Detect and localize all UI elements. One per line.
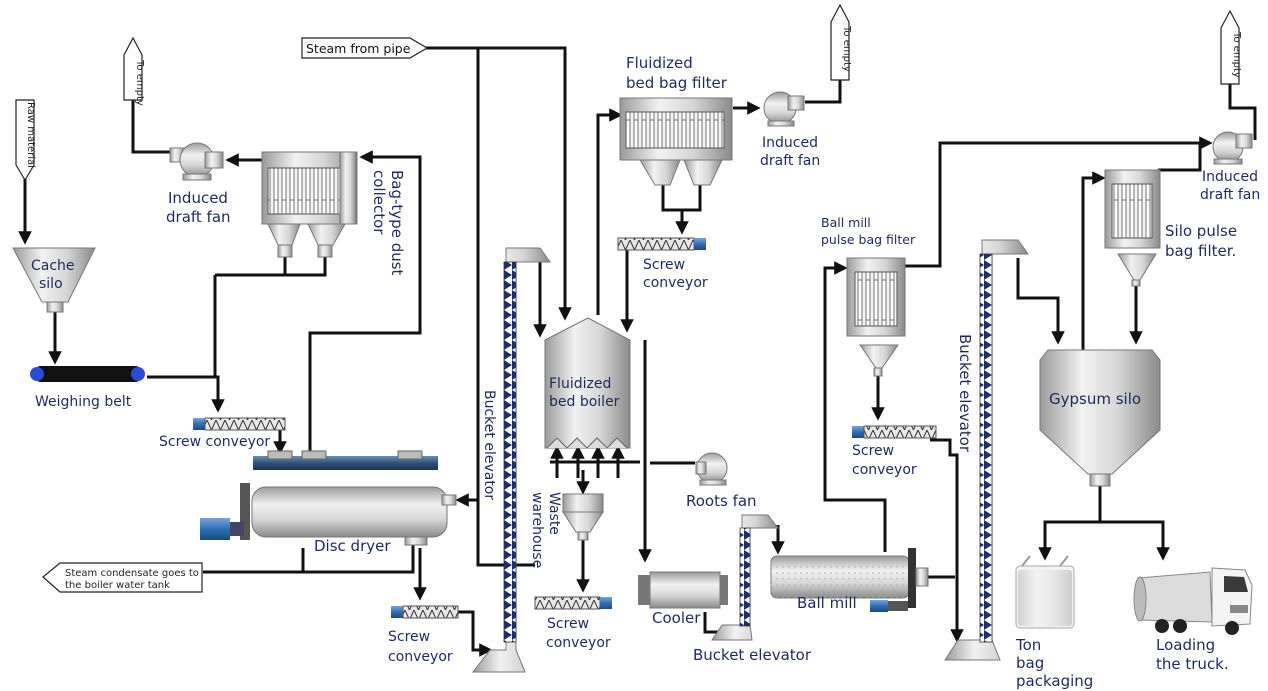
boiler-label-1: Fluidized xyxy=(549,376,611,392)
disc-dryer-label: Disc dryer xyxy=(314,537,391,555)
screw-conveyor-5: Screw conveyor xyxy=(852,425,937,478)
weighing-belt: Weighing belt xyxy=(30,366,145,410)
bag-type-dust-collector: Bag-type dust collector xyxy=(261,151,406,276)
bucket-elevator-2-label: Bucket elevator xyxy=(693,646,812,664)
bucket-elevator-2: Bucket elevator xyxy=(693,514,812,664)
waste-label-2: warehouse xyxy=(529,492,545,568)
silo-pulse-bag-filter: Silo pulse bag filter. xyxy=(1104,169,1237,287)
screw-conveyor-1-label: Screw conveyor xyxy=(159,434,270,450)
ton-bag-label-1: Ton xyxy=(1015,636,1041,654)
screw-conveyor-5-label-2: conveyor xyxy=(852,462,917,478)
to-empty-label-2: To empty xyxy=(841,25,852,72)
fluidized-bed-bag-filter: Fluidized bed bag filter xyxy=(619,54,733,186)
ball-mill-label: Ball mill xyxy=(797,594,857,612)
screw-conveyor-2: Screw conveyor xyxy=(388,605,459,665)
loading-label-1: Loading xyxy=(1156,636,1215,654)
condensate-label-1: Steam condensate goes to xyxy=(65,568,199,579)
screw-conveyor-3: Screw conveyor xyxy=(534,596,612,651)
cache-silo-label-2: silo xyxy=(39,276,63,292)
fb-filter-label-1: Fluidized xyxy=(626,54,693,72)
roots-fan-label: Roots fan xyxy=(686,492,757,510)
bucket-elevator-3: Bucket elevator xyxy=(944,239,1029,661)
raw-material-label: Raw material xyxy=(25,102,36,168)
bag-collector-label-1: Bag-type dust xyxy=(388,170,406,276)
cache-silo-label-1: Cache xyxy=(31,258,75,274)
to-empty-label-1: To empty xyxy=(134,59,145,106)
to-empty-label-3: To empty xyxy=(1231,31,1242,78)
roots-fan: Roots fan xyxy=(686,452,757,510)
ton-bag-label-2: bag xyxy=(1016,654,1044,672)
induced-draft-fan-2: Induced draft fan xyxy=(760,91,820,169)
induced-fan-1-label-1: Induced xyxy=(168,189,228,207)
waste-warehouse: Waste warehouse xyxy=(529,492,604,568)
cooler: Cooler xyxy=(638,571,728,627)
ton-bag: Ton bag packaging xyxy=(1015,555,1093,690)
steam-from-pipe-tag: Steam from pipe xyxy=(301,37,429,59)
ball-mill-filter-label-2: pulse bag filter xyxy=(821,232,916,247)
tanker-truck: Loading the truck. xyxy=(1133,567,1253,673)
induced-fan-1-label-2: draft fan xyxy=(166,208,231,226)
gypsum-silo-label: Gypsum silo xyxy=(1049,390,1141,408)
silo-filter-label-2: bag filter. xyxy=(1165,242,1236,260)
screw-conveyor-2-label-1: Screw xyxy=(388,629,430,645)
induced-fan-3-label-2: draft fan xyxy=(1200,187,1260,203)
condensate-label-2: the boiler water tank xyxy=(65,580,170,591)
weighing-belt-label: Weighing belt xyxy=(35,394,132,410)
induced-draft-fan-1: Induced draft fan xyxy=(166,142,231,226)
bucket-elevator-1: Bucket elevator xyxy=(471,247,551,673)
boiler-label-2: bed boiler xyxy=(549,394,620,410)
fluidized-bed-boiler: Fluidized bed boiler xyxy=(544,317,631,449)
bucket-elevator-3-label: Bucket elevator xyxy=(956,334,974,453)
fb-filter-label-2: bed bag filter xyxy=(626,74,728,92)
disc-dryer: Disc dryer xyxy=(200,450,457,555)
cooler-label: Cooler xyxy=(652,609,701,627)
to-empty-tag-2: To empty xyxy=(830,3,852,81)
screw-conveyor-4: Screw conveyor xyxy=(617,237,708,291)
induced-draft-fan-3: Induced draft fan xyxy=(1200,131,1260,203)
screw-conveyor-4-label-2: conveyor xyxy=(643,275,708,291)
screw-conveyor-3-label-1: Screw xyxy=(547,616,589,632)
steam-condensate-tag: Steam condensate goes to the boiler wate… xyxy=(42,562,203,593)
screw-conveyor-1: Screw conveyor xyxy=(159,417,286,450)
bucket-elevator-1-label: Bucket elevator xyxy=(481,390,497,500)
ball-mill-filter-label-1: Ball mill xyxy=(821,215,871,230)
to-empty-tag-1: To empty xyxy=(123,36,145,106)
loading-label-2: the truck. xyxy=(1156,655,1229,673)
steam-from-pipe-label: Steam from pipe xyxy=(306,41,411,56)
to-empty-tag-3: To empty xyxy=(1220,9,1242,85)
screw-conveyor-4-label-1: Screw xyxy=(643,257,685,273)
silo-filter-label-1: Silo pulse xyxy=(1165,222,1237,240)
screw-conveyor-2-label-2: conveyor xyxy=(388,649,453,665)
flow-lines xyxy=(18,46,1257,657)
screw-conveyor-5-label-1: Screw xyxy=(852,443,894,459)
cache-silo: Cache silo xyxy=(12,247,96,313)
gypsum-silo: Gypsum silo xyxy=(1039,349,1161,487)
waste-label-1: Waste xyxy=(546,492,562,535)
ball-mill: Ball mill xyxy=(770,548,929,612)
ball-mill-pulse-bag-filter: Ball mill pulse bag filter xyxy=(821,215,916,377)
ton-bag-label-3: packaging xyxy=(1016,672,1093,690)
screw-conveyor-3-label-2: conveyor xyxy=(546,635,611,651)
induced-fan-2-label-1: Induced xyxy=(762,135,818,151)
induced-fan-2-label-2: draft fan xyxy=(760,153,820,169)
bag-collector-label-2: collector xyxy=(370,170,388,235)
raw-material-tag: Raw material xyxy=(15,99,36,182)
induced-fan-3-label-1: Induced xyxy=(1202,169,1258,185)
